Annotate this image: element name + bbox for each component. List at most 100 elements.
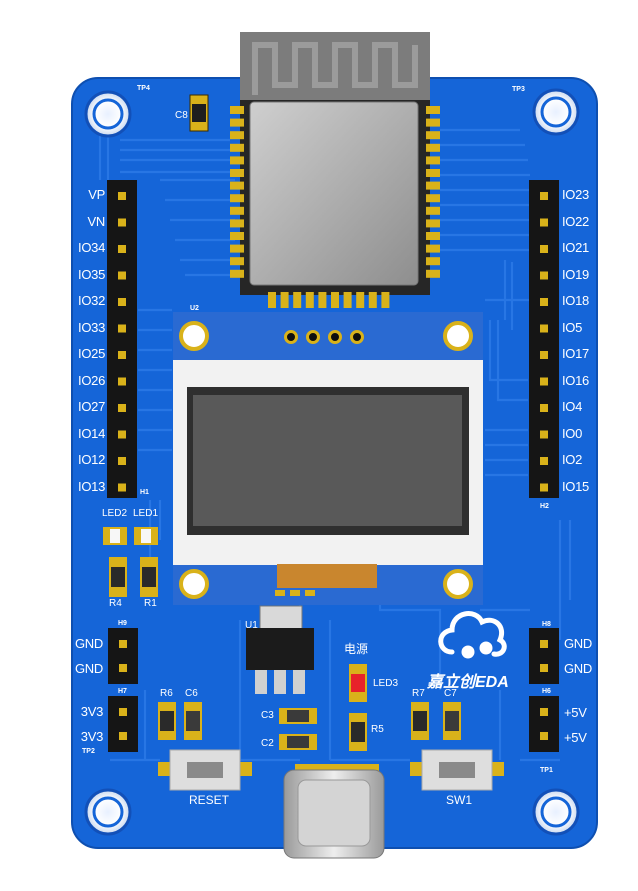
header-pin bbox=[540, 404, 548, 412]
reset-button[interactable] bbox=[158, 749, 252, 791]
header-pin bbox=[118, 298, 126, 306]
oled-screen bbox=[193, 395, 462, 526]
c2-label: C2 bbox=[261, 738, 274, 749]
header-pin bbox=[540, 457, 548, 465]
header-right-body bbox=[529, 180, 559, 498]
c3-label: C3 bbox=[261, 710, 274, 721]
module-pad bbox=[426, 232, 440, 240]
h9-label: H9 bbox=[118, 620, 127, 627]
module-pad bbox=[230, 194, 244, 203]
module-pad bbox=[230, 232, 244, 240]
header-h9 bbox=[108, 628, 138, 684]
header-pin bbox=[118, 377, 126, 386]
u1-label: U1 bbox=[245, 620, 258, 631]
voltage-regulator-u1 bbox=[246, 605, 314, 694]
module-pad bbox=[230, 257, 244, 266]
header-left-pins bbox=[118, 192, 126, 492]
header-pin bbox=[540, 218, 548, 227]
header-pin bbox=[118, 271, 126, 280]
h8-pin-1-label: GND bbox=[564, 636, 592, 651]
usb-c-connector bbox=[283, 764, 385, 859]
capacitor-c7 bbox=[443, 702, 461, 740]
module-pad bbox=[381, 292, 390, 308]
h6-pin-1-label: +5V bbox=[564, 705, 587, 720]
r5-label: R5 bbox=[371, 724, 384, 735]
logo-text: 嘉立创EDA bbox=[427, 674, 509, 691]
sw1-button[interactable] bbox=[410, 749, 504, 791]
header-h6 bbox=[529, 696, 559, 752]
header-pin bbox=[118, 192, 126, 200]
module-pad bbox=[426, 194, 440, 203]
module-pad bbox=[426, 181, 440, 190]
header-right-pin-label: IO4 bbox=[562, 399, 583, 414]
module-pad bbox=[426, 131, 440, 140]
testpoint-tp1-label: TP1 bbox=[540, 767, 553, 774]
led2-label: LED2 bbox=[102, 508, 128, 519]
module-pad bbox=[343, 292, 352, 308]
header-left-pin-label: IO13 bbox=[78, 478, 105, 494]
h6-label: H6 bbox=[542, 688, 551, 695]
header-left-body bbox=[107, 180, 137, 498]
mounting-hole-bottom-right bbox=[532, 788, 580, 836]
header-left-pin-label: IO33 bbox=[78, 319, 105, 335]
antenna-trace bbox=[252, 42, 418, 95]
module-pad bbox=[305, 292, 314, 308]
header-pin bbox=[540, 324, 548, 333]
header-left-pin-label: IO14 bbox=[78, 425, 105, 441]
header-pin bbox=[540, 430, 548, 439]
testpoint-tp3-label: TP3 bbox=[512, 86, 525, 93]
mounting-hole-bottom-left bbox=[84, 788, 132, 836]
testpoint-tp2-label: TP2 bbox=[82, 748, 95, 755]
header-pin bbox=[118, 324, 126, 333]
module-pads-left bbox=[230, 106, 244, 278]
module-pads-right bbox=[426, 106, 440, 278]
led1-label: LED1 bbox=[133, 508, 159, 519]
h7-label: H7 bbox=[118, 688, 127, 695]
capacitor-c3 bbox=[279, 708, 317, 724]
header-right-pins bbox=[540, 192, 548, 492]
module-pad bbox=[426, 143, 440, 152]
module-pad bbox=[368, 292, 377, 308]
module-pad bbox=[426, 257, 440, 266]
header-h8 bbox=[529, 628, 559, 684]
cloud-icon bbox=[438, 611, 507, 659]
oled-header-pins bbox=[284, 330, 364, 344]
header-left-pin-label: VP bbox=[88, 187, 105, 202]
c7-label: C7 bbox=[444, 688, 457, 699]
header-left-pin-label: IO25 bbox=[78, 346, 105, 361]
module-pad bbox=[230, 106, 244, 114]
header-left-pin-label: VN bbox=[87, 213, 106, 229]
module-pad bbox=[230, 131, 244, 140]
resistor-r5 bbox=[349, 713, 367, 751]
header-left-pin-label: IO27 bbox=[78, 399, 105, 414]
mounting-hole-top-right bbox=[532, 88, 580, 136]
header-pin bbox=[118, 245, 126, 253]
header-pin bbox=[118, 483, 126, 492]
module-pad bbox=[280, 292, 289, 308]
header-h7 bbox=[108, 696, 138, 752]
header-right-pin-label: IO22 bbox=[562, 213, 589, 229]
module-pad bbox=[426, 269, 440, 278]
r6-label: R6 bbox=[160, 688, 173, 699]
module-pad bbox=[426, 206, 440, 215]
c8-label: C8 bbox=[175, 110, 188, 121]
r1-label: R1 bbox=[144, 598, 157, 609]
header-pin bbox=[540, 298, 548, 306]
capacitor-c6 bbox=[184, 702, 202, 740]
header-pin bbox=[118, 351, 126, 359]
r7-label: R7 bbox=[412, 688, 425, 699]
h7-pin-1-label: 3V3 bbox=[80, 704, 104, 719]
header-right-pin-label: IO21 bbox=[562, 240, 589, 255]
r4-label: R4 bbox=[109, 598, 122, 609]
h9-pin-1-label: GND bbox=[75, 636, 103, 651]
module-pad bbox=[230, 156, 244, 165]
header-pin bbox=[118, 457, 126, 465]
module-pad bbox=[268, 292, 276, 308]
resistor-r6 bbox=[158, 702, 176, 740]
oled-fpc-ribbon bbox=[277, 564, 377, 588]
header-left-pin-label: IO34 bbox=[78, 240, 105, 255]
header-pin bbox=[118, 430, 126, 439]
module-pad bbox=[230, 244, 244, 253]
capacitor-c8 bbox=[189, 94, 209, 132]
